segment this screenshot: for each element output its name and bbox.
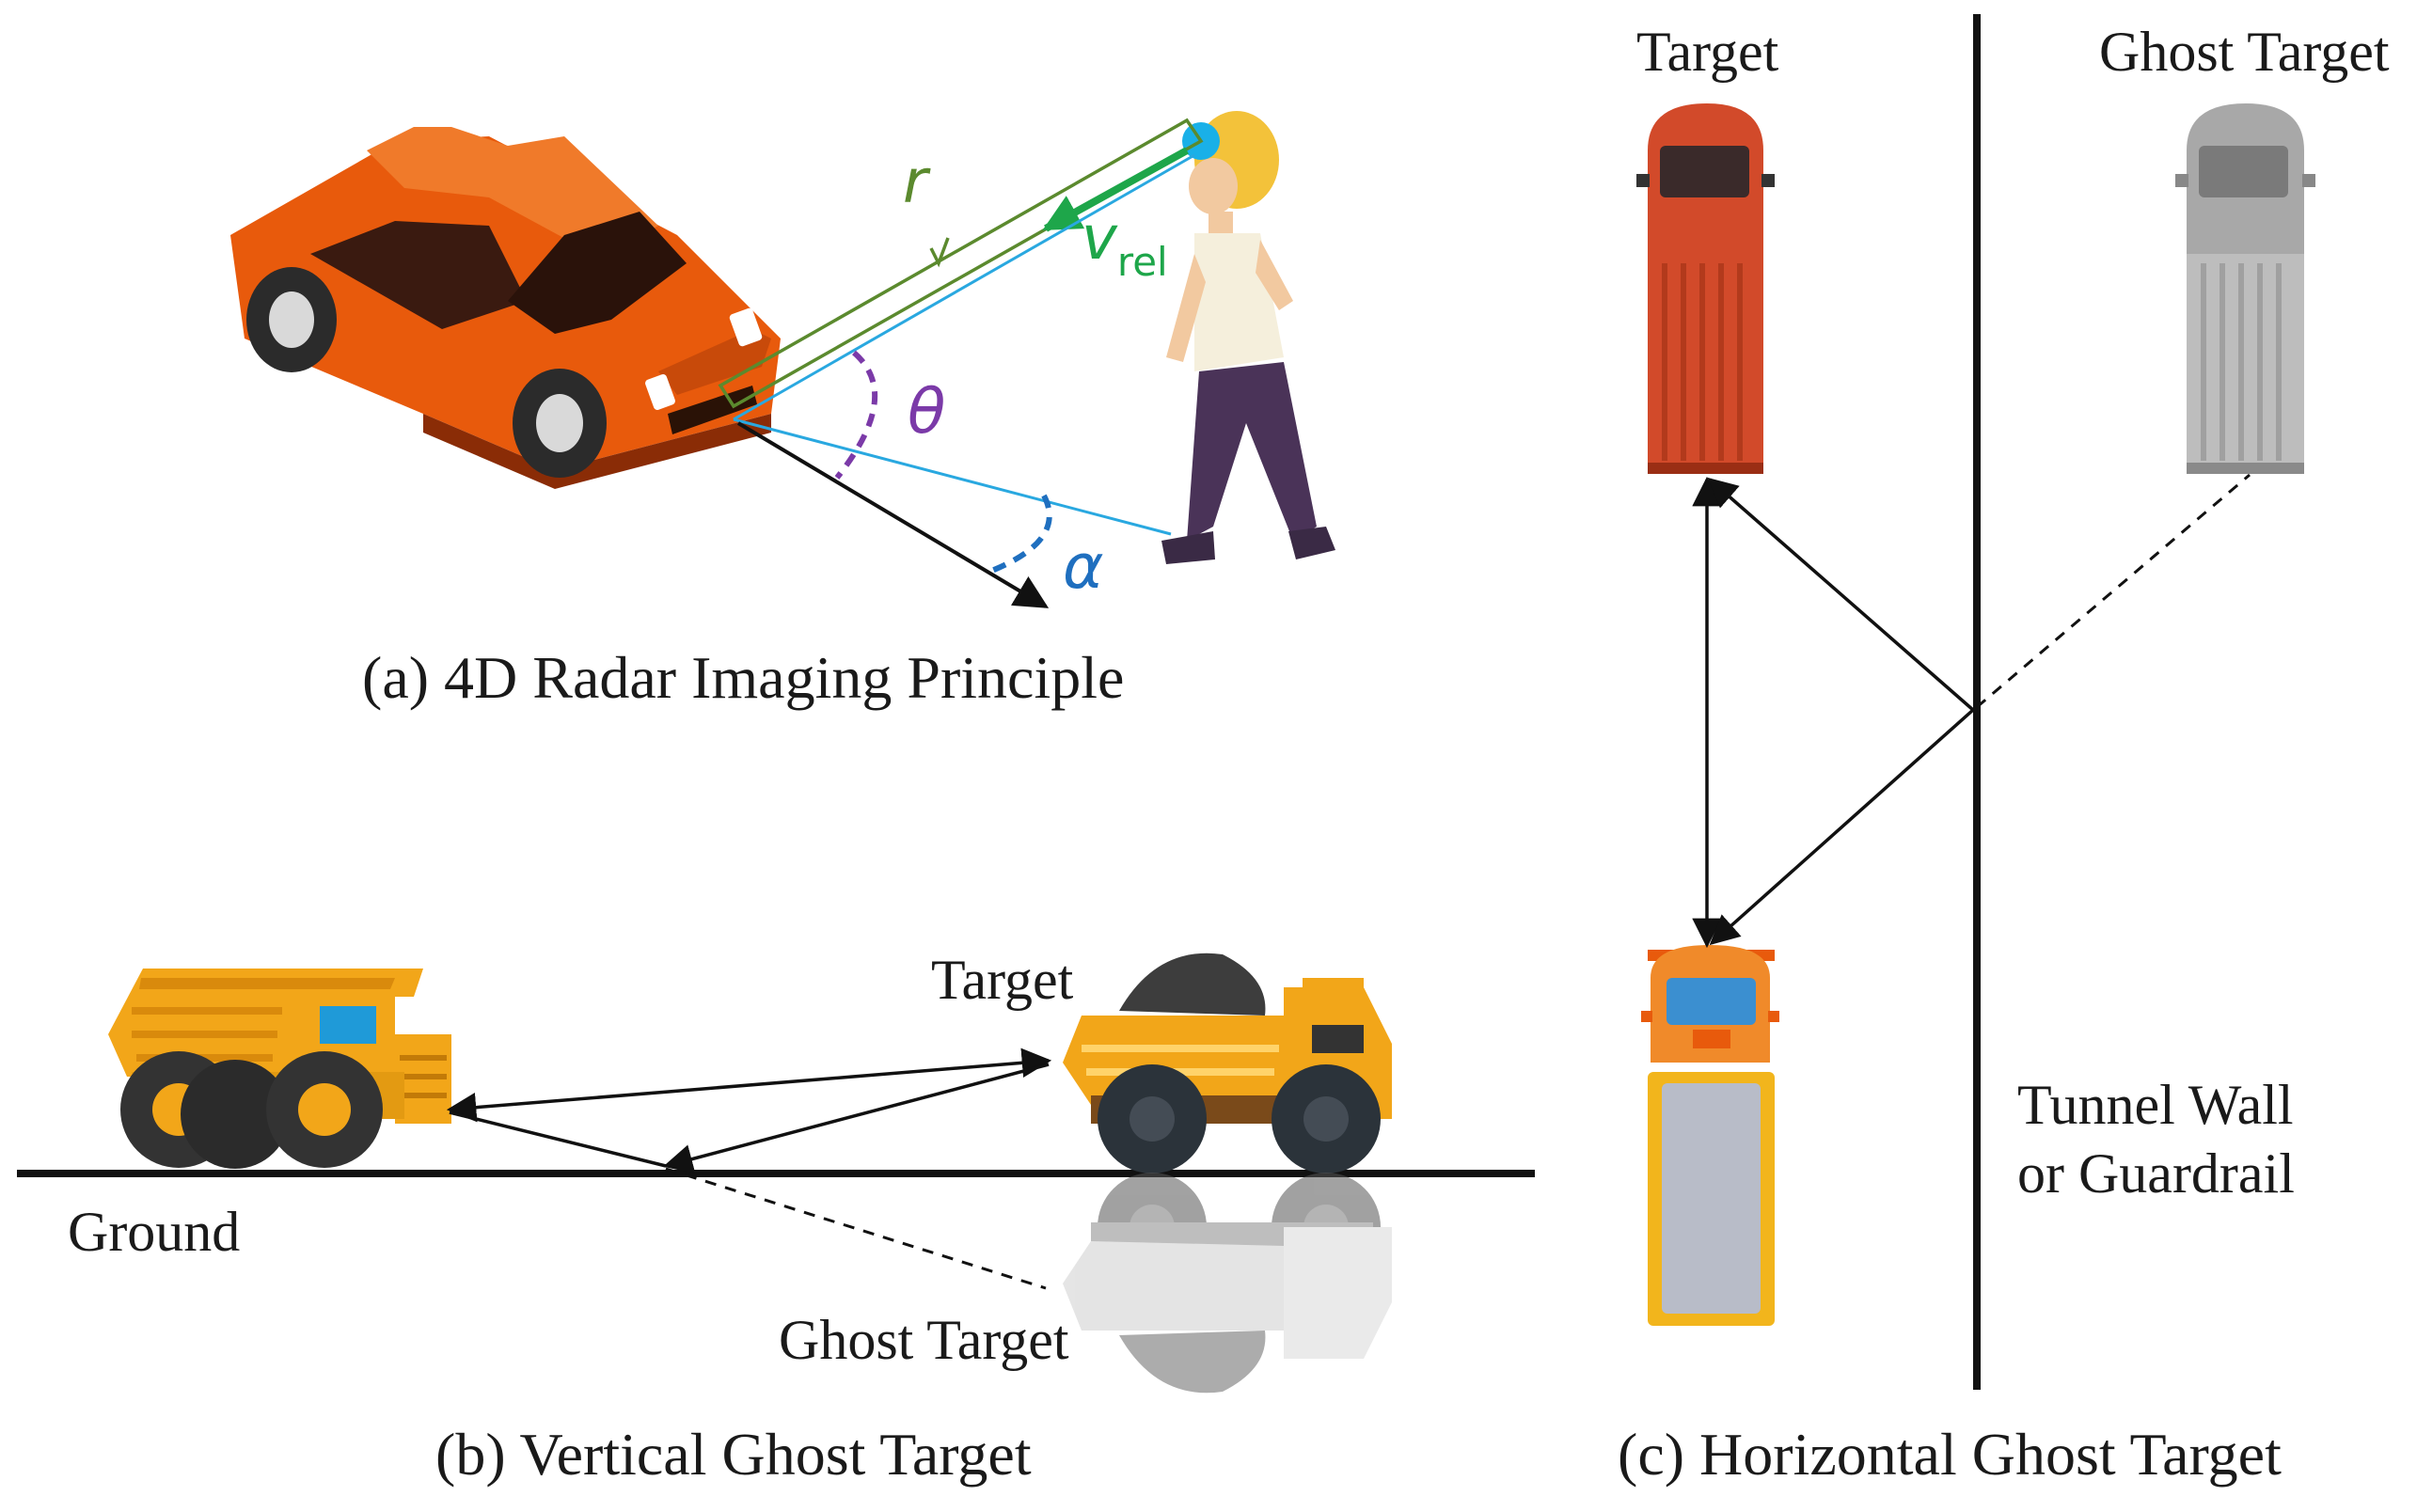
range-brace-tick bbox=[929, 237, 950, 268]
panel-c-horizontal-ghost: Tunnel Wall or Guardrail Target Ghost Ta… bbox=[1618, 14, 2390, 1488]
target-label-c: Target bbox=[1636, 21, 1779, 83]
target-label-b: Target bbox=[931, 949, 1074, 1011]
beam-to-head bbox=[733, 153, 1195, 421]
velocity-symbol: v bbox=[1082, 204, 1118, 274]
range-symbol: r bbox=[903, 148, 931, 217]
pickup-truck-icon bbox=[1636, 103, 1775, 474]
ghost-path-c bbox=[1976, 473, 2251, 709]
velocity-arrow bbox=[1042, 147, 1189, 232]
caption-a: (a) 4D Radar Imaging Principle bbox=[362, 644, 1124, 711]
reflect-from-wall bbox=[1709, 708, 1975, 946]
car-icon bbox=[230, 127, 781, 489]
panel-a-radar-principle: r vrel θ α (a) 4D Radar Imaging Principl… bbox=[230, 111, 1335, 711]
bounce-from-radar bbox=[449, 1110, 667, 1168]
elevation-symbol: α bbox=[1063, 530, 1104, 603]
ground-label: Ground bbox=[68, 1201, 240, 1263]
bus-icon bbox=[1641, 945, 1779, 1326]
boresight-arrow bbox=[736, 421, 1050, 608]
ghost-label-b: Ghost Target bbox=[779, 1309, 1069, 1371]
ghost-dump-truck-icon bbox=[1063, 1173, 1392, 1394]
wall-label-line1: Tunnel Wall bbox=[2017, 1074, 2294, 1136]
ghost-path bbox=[665, 1167, 1047, 1290]
ghost-label-c: Ghost Target bbox=[2099, 21, 2390, 83]
ghost-pickup-truck-icon bbox=[2175, 103, 2315, 474]
caption-c: (c) Horizontal Ghost Target bbox=[1618, 1421, 2282, 1488]
beam-to-feet bbox=[733, 417, 1172, 536]
elevation-arc bbox=[987, 494, 1052, 575]
velocity-label: vrel bbox=[1082, 204, 1168, 285]
wall-label-line2: or Guardrail bbox=[2017, 1142, 2295, 1205]
azimuth-arc bbox=[834, 350, 878, 480]
azimuth-symbol: θ bbox=[908, 375, 945, 448]
reflect-to-wall bbox=[1707, 477, 1975, 712]
caption-b: (b) Vertical Ghost Target bbox=[435, 1421, 1032, 1488]
wall-label: Tunnel Wall or Guardrail bbox=[2017, 1074, 2308, 1205]
direct-path bbox=[446, 1047, 1052, 1123]
panel-b-vertical-ghost: Ground bbox=[17, 949, 1535, 1488]
bounce-to-target bbox=[662, 1063, 1050, 1173]
pedestrian-icon bbox=[1161, 111, 1335, 564]
dump-truck-icon bbox=[1063, 953, 1392, 1173]
dump-truck-icon bbox=[108, 969, 451, 1169]
velocity-subscript: rel bbox=[1117, 239, 1168, 285]
range-bracket bbox=[718, 118, 1204, 409]
